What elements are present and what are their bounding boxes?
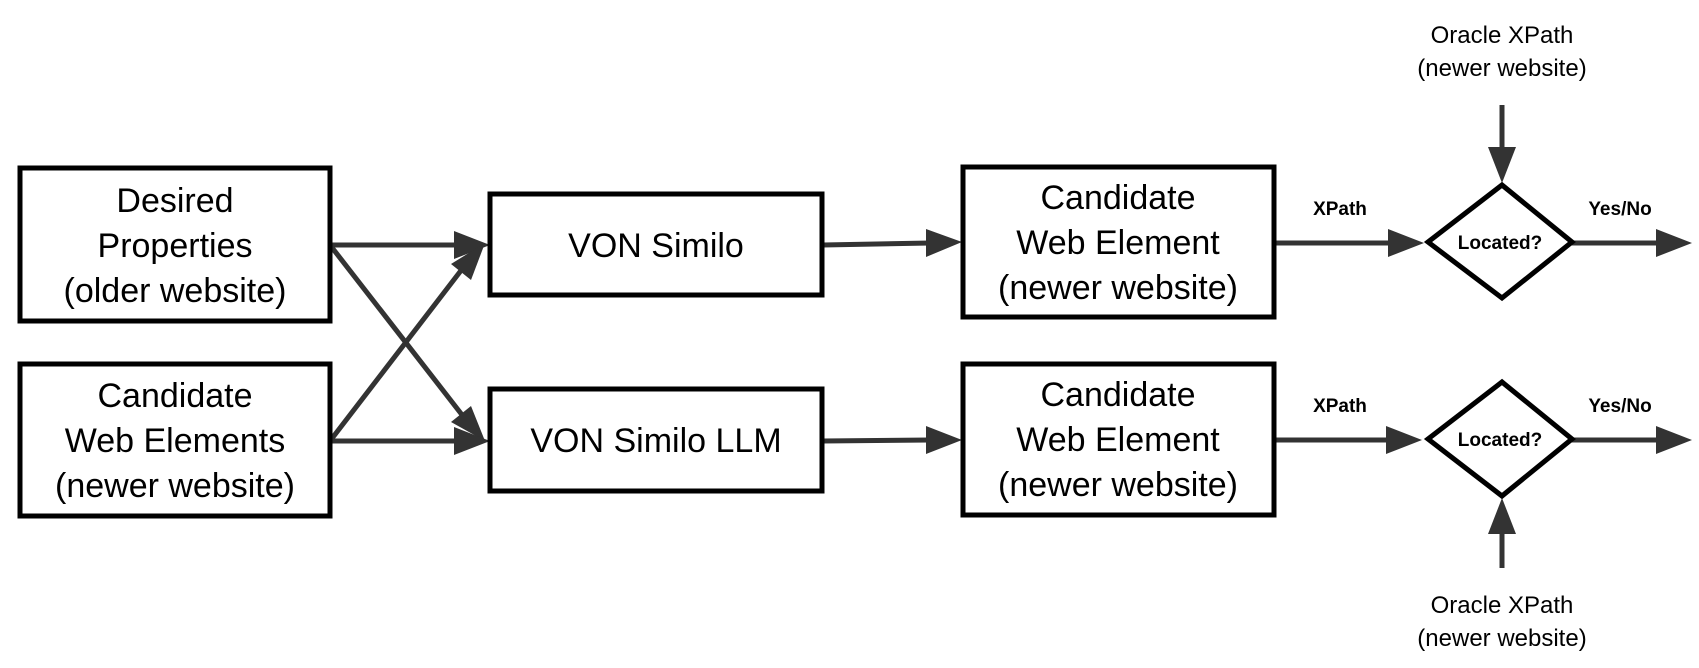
arrowhead [926,229,962,257]
arrow-llm-to-candidate [822,437,931,444]
arrowhead [1386,426,1422,454]
yes-no-bottom-label: Yes/No [1588,396,1651,417]
arrowhead [1488,147,1516,183]
arrowhead [454,427,490,455]
candidate-top-line-2: Web Element [1016,224,1220,262]
arrowhead [454,231,490,259]
candidate-bottom-line-2: Web Element [1016,421,1220,459]
oracle-bottom-line-2: (newer website) [1417,625,1586,652]
candidate-elements-line-1: Candidate [97,377,252,415]
located-decision-bottom: Located? [1423,378,1576,500]
arrow-candidates-to-similo [328,262,468,443]
arrowhead [451,243,485,280]
candidate-elements-line-2: Web Elements [65,422,285,460]
candidate-top-line-3: (newer website) [998,269,1238,307]
candidate-web-elements-box: Candidate Web Elements (newer website) [17,361,333,519]
located-top-label: Located? [1458,233,1542,254]
arrow-desired-to-llm [328,243,468,422]
arrowhead [451,406,485,441]
arrowhead [1388,229,1424,257]
oracle-bottom-line-1: Oracle XPath [1431,592,1574,619]
candidate-web-element-bottom-box: Candidate Web Element (newer website) [960,361,1277,518]
desired-properties-line-2: Properties [98,227,253,265]
von-similo-box: VON Similo [487,191,825,298]
candidate-elements-line-3: (newer website) [55,467,295,505]
arrowhead [926,426,962,454]
candidate-bottom-line-3: (newer website) [998,466,1238,504]
arrowhead [1656,229,1692,257]
connectors [328,105,1692,568]
arrowhead [1488,498,1516,534]
yes-no-top-label: Yes/No [1588,199,1651,220]
oracle-top-line-1: Oracle XPath [1431,22,1574,49]
desired-properties-box: Desired Properties (older website) [17,165,333,324]
desired-properties-line-3: (older website) [64,272,287,310]
xpath-top-label: XPath [1313,199,1367,220]
von-similo-llm-box: VON Similo LLM [487,386,825,494]
oracle-top-line-2: (newer website) [1417,55,1586,82]
desired-properties-line-1: Desired [116,182,233,220]
candidate-bottom-line-1: Candidate [1040,376,1195,414]
located-bottom-label: Located? [1458,430,1542,451]
arrowhead [1656,426,1692,454]
arrow-similo-to-candidate [822,240,931,248]
located-decision-top: Located? [1423,181,1576,302]
candidate-web-element-top-box: Candidate Web Element (newer website) [960,164,1277,320]
von-similo-llm-label: VON Similo LLM [530,422,781,460]
candidate-top-line-1: Candidate [1040,179,1195,217]
von-similo-label: VON Similo [568,227,744,265]
xpath-bottom-label: XPath [1313,396,1367,417]
